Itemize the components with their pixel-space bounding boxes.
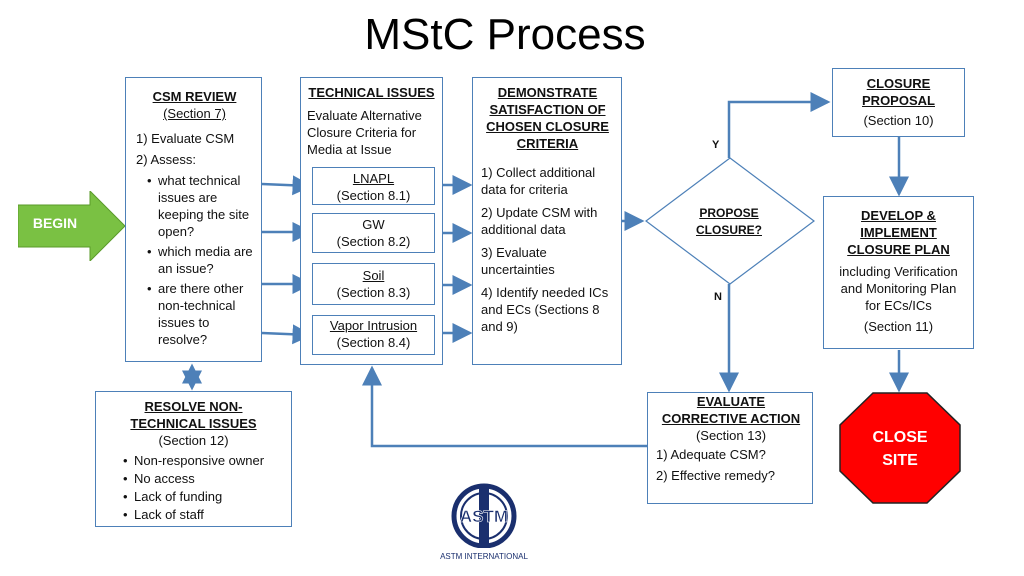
csm-review-box: CSM REVIEW (Section 7) 1) Evaluate CSM 2…: [125, 77, 262, 362]
closure-proposal-section: (Section 10): [863, 113, 934, 128]
corrective-section: (Section 13): [695, 428, 767, 443]
gw-label: GW: [362, 217, 385, 232]
page-title: MStC Process: [364, 10, 646, 59]
arrow-corrective-back: [362, 365, 647, 448]
astm-logo-mark: ASTM: [460, 507, 508, 526]
demonstrate-steps: 1) Collect additional data for criteria …: [481, 164, 614, 335]
arrow-yes: [727, 92, 831, 158]
closure-proposal-box: CLOSURE PROPOSAL (Section 10): [832, 68, 965, 137]
lnapl-section: (Section 8.1): [336, 188, 411, 203]
begin-label: BEGIN: [32, 215, 78, 231]
demonstrate-box: DEMONSTRATE SATISFACTION OF CHOSEN CLOSU…: [472, 77, 622, 365]
soil-label: Soil: [362, 268, 385, 283]
demonstrate-step: 4) Identify needed ICs and ECs (Sections…: [481, 285, 609, 334]
demonstrate-step: 3) Evaluate uncertainties: [481, 245, 555, 277]
csm-bullet: are there other non-technical issues to …: [147, 280, 253, 348]
decision-no-label: N: [714, 291, 722, 303]
begin-arrow: [18, 191, 126, 261]
stop-sign-icon: [839, 392, 961, 504]
vapor-label: Vapor Intrusion: [329, 318, 418, 333]
demonstrate-heading: DEMONSTRATE SATISFACTION OF CHOSEN CLOSU…: [486, 85, 609, 151]
decision-label: PROPOSE CLOSURE?: [696, 206, 762, 237]
technical-issues-heading: TECHNICAL ISSUES: [308, 85, 435, 100]
corrective-steps: 1) Adequate CSM? 2) Effective remedy?: [656, 446, 806, 484]
demonstrate-step: 1) Collect additional data for criteria: [481, 165, 596, 197]
csm-bullets: what technical issues are keeping the si…: [136, 172, 253, 348]
corrective-step: 1) Adequate CSM?: [656, 447, 766, 462]
vapor-section: (Section 8.4): [336, 335, 411, 350]
csm-review-heading: CSM REVIEW: [152, 89, 237, 104]
lnapl-box: LNAPL (Section 8.1): [312, 167, 435, 205]
technical-issues-subtitle: Evaluate Alternative Closure Criteria fo…: [307, 108, 422, 157]
non-technical-bullet: Lack of funding: [123, 488, 283, 505]
closure-plan-section: (Section 11): [863, 319, 934, 334]
corrective-heading: EVALUATE CORRECTIVE ACTION: [661, 394, 801, 426]
close-site-label: CLOSE SITE: [872, 429, 928, 469]
csm-step-2: 2) Assess:: [136, 152, 196, 167]
corrective-action-box: EVALUATE CORRECTIVE ACTION (Section 13) …: [647, 392, 813, 504]
non-technical-heading: RESOLVE NON-TECHNICAL ISSUES: [130, 399, 257, 431]
closure-plan-box: DEVELOP & IMPLEMENT CLOSURE PLAN includi…: [823, 196, 974, 349]
decision-yes-label: Y: [712, 139, 720, 151]
closure-plan-text: including Verification and Monitoring Pl…: [839, 264, 958, 313]
csm-bullet: which media are an issue?: [147, 243, 253, 277]
non-technical-bullet: Lack of staff: [123, 506, 283, 523]
csm-review-section: (Section 7): [163, 106, 226, 121]
astm-caption: ASTM INTERNATIONAL: [440, 552, 528, 561]
decision-diamond: [645, 157, 815, 285]
non-technical-bullet: No access: [123, 470, 283, 487]
non-technical-bullets: Non-responsive owner No access Lack of f…: [104, 452, 283, 523]
demonstrate-step: 2) Update CSM with additional data: [481, 205, 598, 237]
non-technical-bullet: Non-responsive owner: [123, 452, 283, 469]
gw-section: (Section 8.2): [336, 234, 411, 249]
non-technical-section: (Section 12): [158, 433, 229, 448]
gw-box: GW (Section 8.2): [312, 213, 435, 253]
astm-logo: ASTM: [451, 483, 517, 548]
soil-section: (Section 8.3): [336, 285, 411, 300]
soil-box: Soil (Section 8.3): [312, 263, 435, 305]
csm-bullet: what technical issues are keeping the si…: [147, 172, 253, 240]
corrective-step: 2) Effective remedy?: [656, 468, 775, 483]
closure-plan-heading: DEVELOP & IMPLEMENT CLOSURE PLAN: [847, 208, 950, 257]
non-technical-box: RESOLVE NON-TECHNICAL ISSUES (Section 12…: [95, 391, 292, 527]
csm-step-1: 1) Evaluate CSM: [136, 131, 235, 146]
closure-proposal-heading: CLOSURE PROPOSAL: [862, 76, 935, 108]
lnapl-label: LNAPL: [352, 171, 395, 186]
vapor-box: Vapor Intrusion (Section 8.4): [312, 315, 435, 355]
